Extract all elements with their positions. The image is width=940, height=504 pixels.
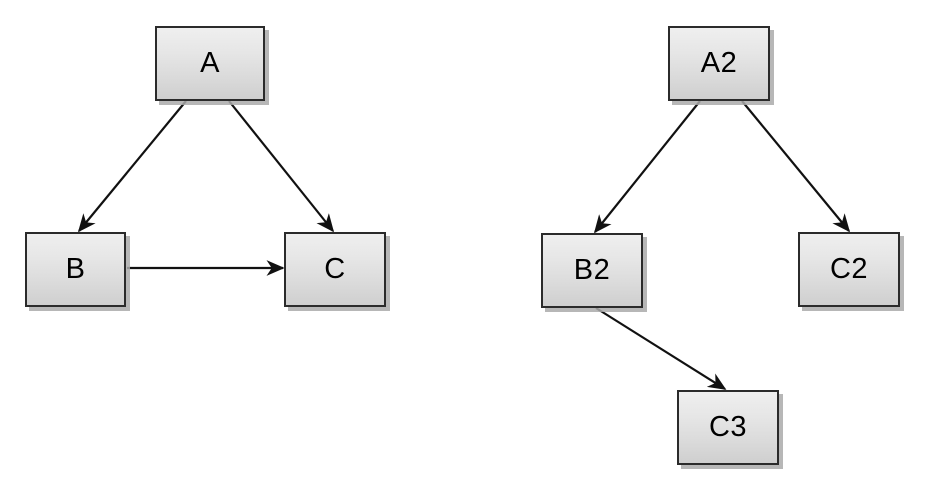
edge-a2-c2 <box>741 100 851 233</box>
node-label-c3: C3 <box>708 411 748 443</box>
node-label-b2: B2 <box>573 254 611 286</box>
node-label-c2: C2 <box>829 253 869 285</box>
node-b2[interactable]: B2 <box>541 233 643 308</box>
node-label-c: C <box>324 253 346 285</box>
edge-a2-b2 <box>593 100 701 234</box>
node-c3[interactable]: C3 <box>677 390 779 465</box>
node-c[interactable]: C <box>284 232 386 307</box>
node-label-a2: A2 <box>700 47 738 79</box>
node-label-b: B <box>65 253 86 285</box>
node-a[interactable]: A <box>155 26 265 101</box>
node-label-a: A <box>200 47 220 79</box>
node-a2[interactable]: A2 <box>668 26 770 101</box>
node-c2[interactable]: C2 <box>798 232 900 307</box>
edge-b2-c3 <box>595 307 727 390</box>
edge-a-b <box>77 100 187 233</box>
node-b[interactable]: B <box>25 232 126 307</box>
edge-a-c <box>228 100 335 233</box>
